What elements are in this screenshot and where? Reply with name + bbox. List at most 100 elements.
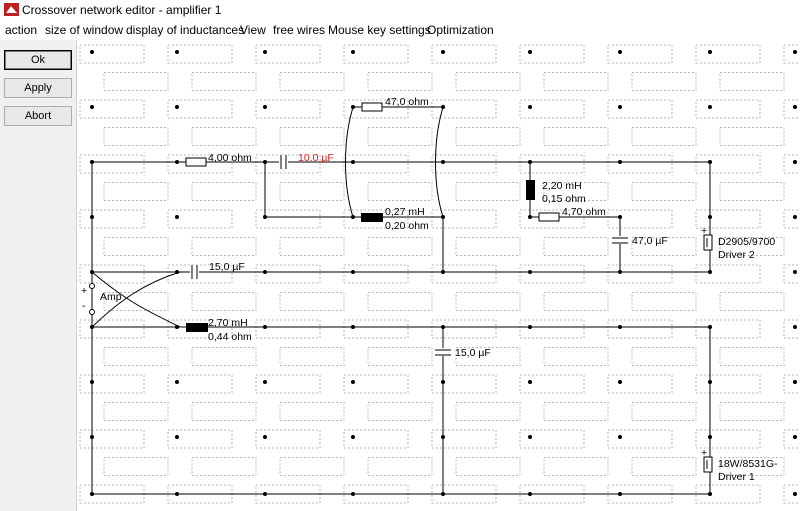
window-title: Crossover network editor - amplifier 1 [22,3,222,17]
grid-box [79,264,145,284]
grid-box [519,99,585,119]
grid-box [103,237,169,256]
menu-mouse-key-settings[interactable]: Mouse key settings [328,23,431,37]
resistor-4ohm-label: 4,00 ohm [208,152,252,164]
grid-box [431,154,497,174]
grid-node [793,105,797,109]
ok-button[interactable]: Ok [4,50,72,70]
menu-free-wires[interactable]: free wires [273,23,326,37]
grid-node [793,160,797,164]
inductor-220mh[interactable]: 2,20 mH 0,15 ohm [526,180,586,205]
app-icon [4,3,19,16]
grid-box [431,209,497,229]
resistor-470ohm-label: 4,70 ohm [562,206,606,218]
inductor-270mh-inductance: 2,70 mH [208,317,248,329]
capacitor-15uf-upper[interactable]: 15,0 µF [190,261,245,279]
grid-box [431,429,497,449]
capacitor-10uf-selected[interactable]: 10,0 µF [279,152,334,169]
schematic-canvas[interactable]: 47,0 ohm 4,00 ohm 10,0 µF 0,27 mH 0,20 o… [77,40,800,511]
grid-box [695,99,761,119]
grid-node [263,50,267,54]
grid-box [367,347,433,366]
grid-box [191,292,257,311]
menu-view[interactable]: View [240,23,266,37]
grid-node [441,50,445,54]
amp-terminals[interactable]: + - Amp [81,283,122,315]
grid-box [519,209,585,229]
grid-box [607,374,673,394]
grid-node [175,380,179,384]
menu-display-of-inductances[interactable]: display of inductances [126,23,245,37]
grid-node [528,435,532,439]
grid-node [90,50,94,54]
grid-box [719,347,785,366]
menu-action[interactable]: action [5,23,38,37]
capacitor-15uf-lower-label: 15,0 µF [455,347,491,359]
grid-box [255,44,321,64]
grid-box [103,182,169,201]
grid-node [528,50,532,54]
inductor-220mh-inductance: 2,20 mH [542,180,582,192]
grid-box [719,182,785,201]
capacitor-10uf-label: 10,0 µF [298,152,334,164]
grid-node [351,435,355,439]
resistor-470ohm[interactable]: 4,70 ohm [538,206,606,222]
grid-node [793,325,797,329]
resistor-4ohm[interactable]: 4,00 ohm [185,152,252,167]
grid-box [167,209,233,229]
capacitor-47uf[interactable]: 47,0 µF [612,235,668,247]
grid-box [631,237,697,256]
amp-minus-label: - [82,300,86,312]
menu-optimization[interactable]: Optimization [427,23,494,37]
capacitor-15uf-lower[interactable]: 15,0 µF [435,347,491,359]
grid-box [431,44,497,64]
inductor-270mh[interactable]: 2,70 mH 0,44 ohm [186,317,252,343]
wires [91,106,711,495]
title-bar: Crossover network editor - amplifier 1 [0,0,800,20]
grid-node [175,50,179,54]
amp-plus-label: + [81,285,87,297]
grid-box [279,237,345,256]
grid-box [695,484,761,504]
grid-box [631,127,697,146]
resistor-47ohm[interactable]: 47,0 ohm [361,96,429,112]
grid-box [631,457,697,476]
grid-box [631,292,697,311]
menu-size-of-window[interactable]: size of window [45,23,124,37]
grid-node [351,380,355,384]
schematic-svg[interactable]: 47,0 ohm 4,00 ohm 10,0 µF 0,27 mH 0,20 o… [77,40,800,511]
driver-1[interactable]: + 18W/8531G- Driver 1 [701,447,778,483]
grid-box [367,237,433,256]
grid-box [695,154,761,174]
grid-box [343,209,409,229]
grid-box [543,347,609,366]
grid-node [618,105,622,109]
abort-button[interactable]: Abort [4,106,72,126]
grid-box [255,209,321,229]
grid-box [343,99,409,119]
apply-button[interactable]: Apply [4,78,72,98]
grid-box [695,264,761,284]
grid-box [719,457,785,476]
grid-box [431,264,497,284]
grid-box [455,182,521,201]
driver-2[interactable]: + D2905/9700 Driver 2 [701,225,775,261]
grid-box [783,374,800,394]
grid-box [279,457,345,476]
grid-box [783,484,800,504]
grid-box [519,44,585,64]
grid-box [343,154,409,174]
grid-box [191,457,257,476]
grid-node [708,105,712,109]
grid-node [175,435,179,439]
grid-box [343,44,409,64]
grid-node [793,492,797,496]
grid-box [607,209,673,229]
inductor-027mh[interactable]: 0,27 mH 0,20 ohm [361,206,429,232]
inductor-027mh-resistance: 0,20 ohm [385,220,429,232]
grid-node [618,435,622,439]
grid-boxes [79,44,800,504]
grid-box [783,154,800,174]
grid-node [528,105,532,109]
grid-box [695,374,761,394]
